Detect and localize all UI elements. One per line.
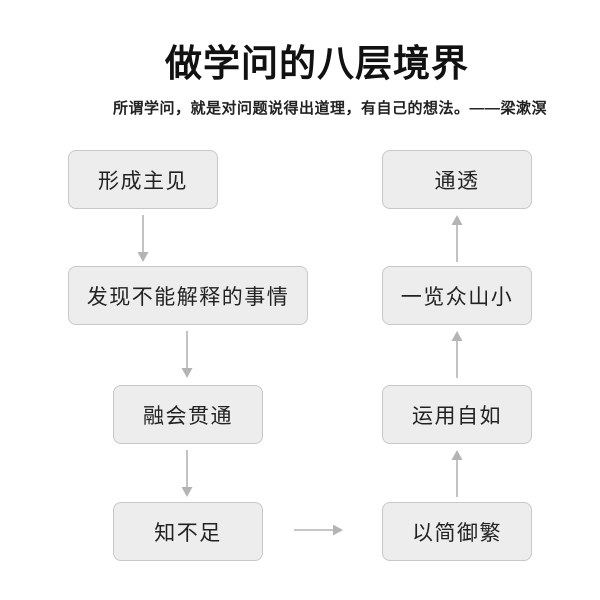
flow-node-level-3: 融会贯通 bbox=[113, 385, 263, 444]
arrow-down-level-2-3-icon bbox=[181, 331, 193, 378]
arrow-up-level-7-8-icon bbox=[451, 215, 463, 262]
flow-node-level-6: 运用自如 bbox=[382, 385, 532, 444]
flow-node-level-2: 发现不能解释的事情 bbox=[68, 266, 308, 325]
page-title: 做学问的八层境界 bbox=[165, 43, 469, 84]
flow-node-level-1: 形成主见 bbox=[68, 150, 218, 209]
arrow-right-level-4-5-icon bbox=[294, 524, 343, 536]
arrow-up-level-6-7-icon bbox=[451, 331, 463, 378]
arrow-down-level-1-2-icon bbox=[137, 215, 149, 262]
flow-node-level-8: 通透 bbox=[382, 150, 532, 209]
arrow-down-level-3-4-icon bbox=[181, 450, 193, 497]
flow-node-level-7: 一览众山小 bbox=[382, 266, 532, 325]
flow-node-level-4: 知不足 bbox=[113, 502, 263, 561]
flow-node-level-5: 以简御繁 bbox=[382, 502, 532, 561]
page-subtitle: 所谓学问，就是对问题说得出道理，有自己的想法。——梁漱溟 bbox=[112, 100, 547, 117]
arrow-up-level-5-6-icon bbox=[451, 450, 463, 497]
